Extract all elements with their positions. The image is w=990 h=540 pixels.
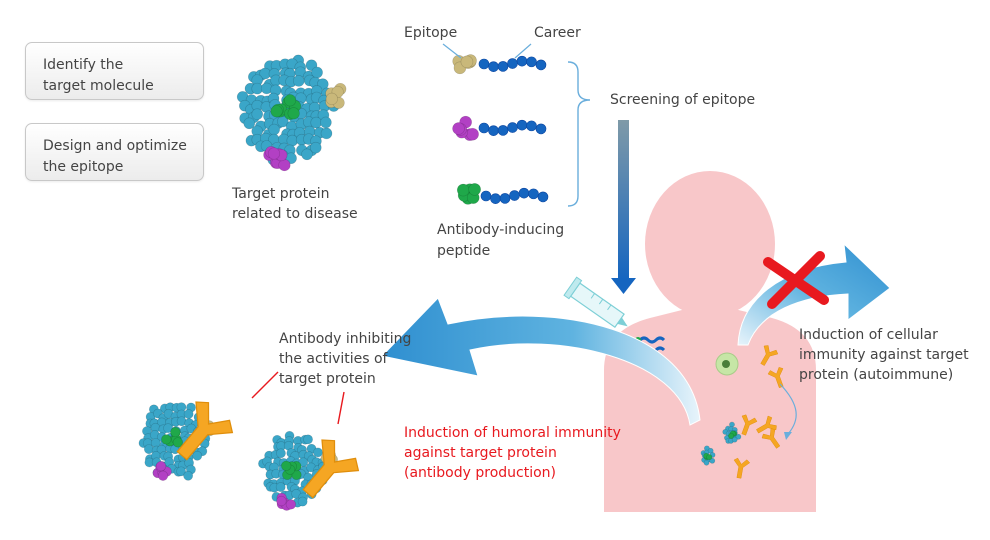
small-protein-icon-1 [722, 421, 742, 444]
cellular-label-1: Induction of cellular [799, 327, 938, 343]
step-identify-line1: Identify the [43, 57, 124, 73]
syringe-icon [563, 276, 628, 329]
peptide-label-1: Antibody-inducing [437, 222, 565, 238]
humoral-label-3: (antibody production) [404, 465, 557, 481]
peptide-purple-epitope-icon [452, 115, 547, 141]
career-label: Career [534, 25, 581, 41]
antibody-inhibit-label-2: the activities of [279, 351, 388, 367]
target-protein-label-2: related to disease [232, 206, 358, 222]
peptide-tan-epitope-icon [452, 54, 547, 75]
career-pointer-line [514, 43, 532, 59]
target-protein-icon [236, 54, 347, 172]
antibody-pointer-line-1 [251, 371, 279, 399]
peptide-label-2: peptide [437, 243, 491, 259]
step-identify-target: Identify the target molecule [25, 42, 204, 100]
immune-cell-icon [715, 352, 739, 376]
step-design-epitope: Design and optimize the epitope [25, 123, 204, 181]
step-design-line2: the epitope [43, 159, 124, 175]
step-design-line1: Design and optimize [43, 138, 187, 154]
cellular-label-3: protein (autoimmune) [799, 367, 954, 383]
screening-down-arrow [611, 120, 636, 294]
step-identify-line2: target molecule [43, 78, 154, 94]
small-protein-icon-2 [700, 445, 716, 466]
antibody-inhibit-label-1: Antibody inhibiting [279, 331, 412, 347]
screening-label: Screening of epitope [610, 92, 756, 108]
target-protein-label-1: Target protein [232, 186, 330, 202]
epitope-pointer-line [442, 43, 462, 59]
antibody-release-arrow [779, 383, 797, 435]
humoral-label-1: Induction of humoral immunity [404, 425, 621, 441]
humoral-curved-arrow [381, 297, 701, 426]
epitope-label: Epitope [404, 25, 458, 41]
blocked-x-icon [763, 251, 829, 309]
peptide-brace [567, 61, 591, 207]
peptide-green-epitope-icon [456, 183, 549, 205]
antibody-pointer-line-2 [337, 391, 345, 425]
cellular-label-2: immunity against target [799, 347, 969, 363]
antibody-inhibit-label-3: target protein [279, 371, 376, 387]
humoral-label-2: against target protein [404, 445, 557, 461]
